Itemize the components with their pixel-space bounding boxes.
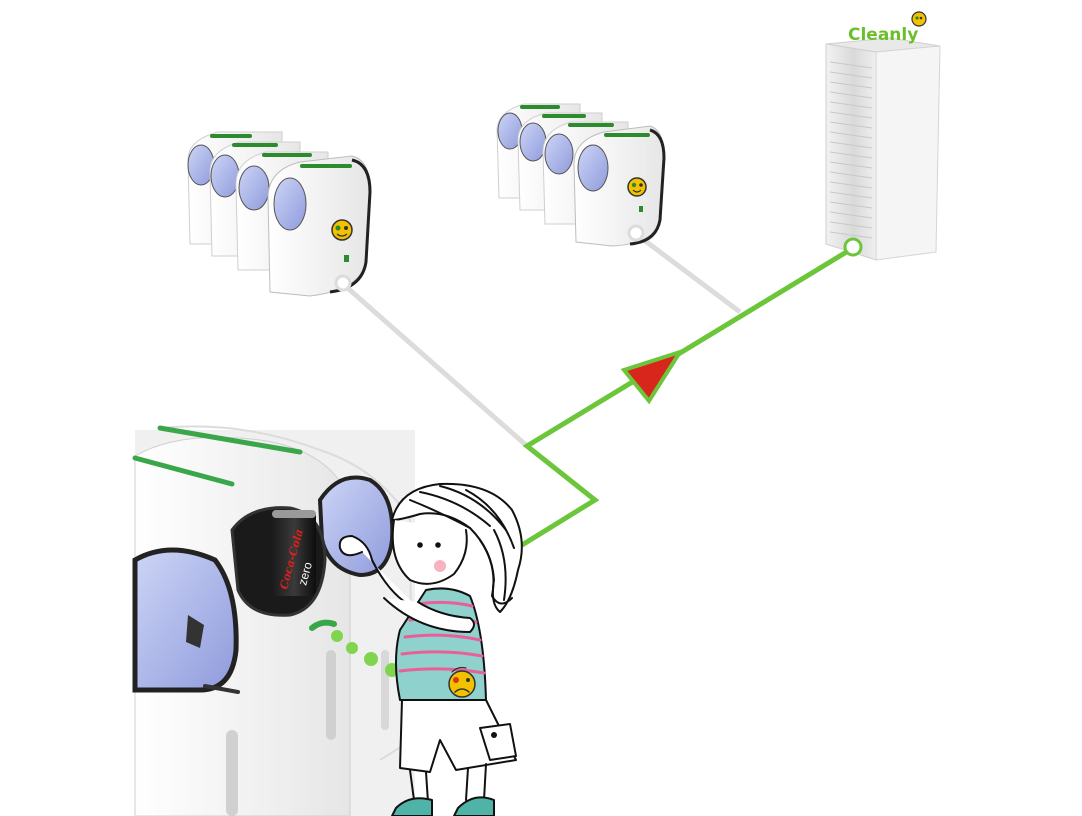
connection-node (334, 274, 352, 292)
hair (391, 482, 523, 613)
pocket (479, 723, 517, 761)
machine-window (210, 154, 240, 198)
machine-window (273, 177, 307, 231)
idle-line-middle-cluster (634, 232, 742, 314)
cleanly-logo: Cleanly (848, 11, 927, 45)
machine-cluster-left (187, 131, 372, 297)
left-shoe (391, 797, 433, 816)
idle-connection-lines (341, 232, 742, 448)
face (391, 519, 468, 585)
machine-window (238, 165, 270, 211)
smiley-face-icon (331, 219, 353, 241)
machine-window (519, 122, 547, 162)
coca-cola-zero-can: Coca-Cola zero (272, 510, 316, 596)
smiley-face-icon (911, 11, 927, 27)
arrow-head-icon (620, 348, 685, 405)
server-rack-slots (829, 61, 873, 239)
smiley-face-icon (627, 177, 647, 197)
shorts (399, 699, 517, 773)
active-line (520, 245, 855, 548)
cleanly-server-tower (825, 37, 941, 261)
active-data-path (520, 245, 855, 548)
idle-line-left-cluster (341, 282, 529, 448)
machine-window (132, 547, 239, 693)
girl-illustration (338, 482, 523, 816)
brand-name: Cleanly (848, 25, 918, 45)
cheek (434, 560, 446, 572)
machine-cluster-middle (496, 103, 666, 247)
machine-window (544, 133, 574, 175)
machine-cluster-foreground: Coca-Cola zero (132, 425, 415, 816)
connection-node (843, 237, 863, 257)
machine-unit-front (267, 155, 372, 297)
machine-unit-front (573, 125, 666, 247)
right-shoe (453, 796, 495, 816)
raised-arm (338, 535, 421, 611)
can-variant: zero (295, 560, 315, 586)
connection-node (627, 224, 645, 242)
machine-window (317, 475, 395, 578)
machine-window (577, 144, 609, 192)
sad-face-icon (448, 666, 476, 698)
